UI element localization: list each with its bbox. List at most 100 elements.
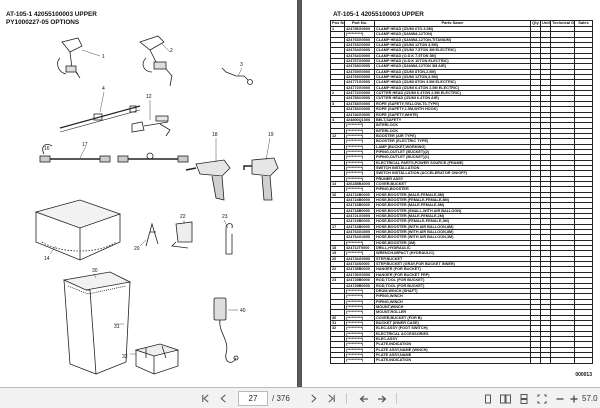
cell-part-no: 424753O0000 <box>344 95 375 102</box>
left-page-title: AT-105-1 42055100003 UPPER <box>6 11 97 18</box>
tool-rod-drawing <box>225 223 233 255</box>
forward-icon[interactable] <box>374 391 389 406</box>
right-page-title: AT-105-1 42055100003 UPPER <box>333 11 424 18</box>
table-row: (**********)PLATE ASSY,NAME (WINCH) <box>330 346 593 354</box>
next-page-icon[interactable] <box>306 391 321 406</box>
cell-technical-data <box>550 357 575 364</box>
header-technical-data: Technical Data <box>550 20 575 27</box>
booster-drawing <box>131 115 171 137</box>
cell-part-no: 424769G0000 <box>344 68 375 76</box>
cell-part-no: 424763O0000 <box>344 41 375 49</box>
table-row: (**********)BOOSTER (ELECTRIC TYPE) <box>330 138 593 145</box>
impact-wrench-drawing <box>243 157 279 201</box>
cell-part-no: 424763G4000 <box>344 229 375 236</box>
cell-part-no: 424721G0000 <box>344 212 375 220</box>
cell-sales <box>574 357 593 364</box>
callout-30: 30 <box>92 268 98 274</box>
foot-switch-drawing <box>213 297 239 363</box>
page-total: / 376 <box>272 394 290 403</box>
table-row: (**********)MOUNT,WINCH <box>330 303 593 311</box>
callout-20: 20 <box>134 246 140 252</box>
cell-part-no: 424783O0000 <box>344 106 375 113</box>
callout-22: 22 <box>180 214 186 220</box>
continuous-view-icon[interactable] <box>516 391 531 406</box>
cell-part-no: 424783G0000 <box>344 100 375 108</box>
right-page: AT-105-1 42055100003 UPPER Pos No. Part … <box>302 0 600 387</box>
cell-qty <box>530 357 541 364</box>
fit-page-icon[interactable] <box>534 391 549 406</box>
previous-page-icon[interactable] <box>216 391 231 406</box>
cell-part-no: 424771G0000 <box>344 79 375 86</box>
callout-18: 18 <box>212 132 218 138</box>
parts-illustration: 1 2 3 4 12 14 16 17 18 19 20 22 23 30 31… <box>34 35 279 375</box>
parts-table: Pos No. Part No. Parts Name Qty Unit Tec… <box>330 20 593 364</box>
cell-part-no: 424769O0000 <box>344 74 375 81</box>
hydraulic-drill-drawing <box>185 159 231 201</box>
first-page-icon[interactable] <box>198 391 213 406</box>
cell-part-no: (**********) <box>344 357 375 364</box>
table-row: (**********)MOUNT,ROLLER <box>330 309 593 316</box>
callout-12: 12 <box>146 94 152 100</box>
accessory-box-drawing <box>134 343 180 375</box>
cell-part-no: 424764O0000 <box>344 52 375 60</box>
callout-32: 32 <box>122 354 128 360</box>
table-row: (**********)PLATE,INDICATION <box>330 357 593 364</box>
rope-drawing <box>221 67 253 85</box>
callout-17: 17 <box>82 142 88 148</box>
callout-40: 40 <box>240 308 246 314</box>
table-row: 19(**********)WRENCH,IMPACT (HYDRAULIC) <box>330 250 593 257</box>
zoom-out-icon[interactable] <box>552 391 567 406</box>
cell-part-no: 424734G0000 <box>344 255 375 263</box>
cell-part-no: 424764G4000 <box>344 234 375 241</box>
toolbar-separator <box>346 393 347 404</box>
single-page-view-icon[interactable] <box>480 391 495 406</box>
cell-part-no: 424767G0000 <box>344 58 375 65</box>
left-page: AT-105-1 42055100003 UPPER PY1000227-05 … <box>0 0 297 387</box>
toolbar-separator <box>396 393 397 404</box>
zoom-in-icon[interactable] <box>566 391 581 406</box>
table-row: (**********)ELECTRICAL PARTS,POWER SOURC… <box>330 159 593 166</box>
cell-part-no: 424764G0000 <box>344 47 375 54</box>
cell-part-no: 424800Q1000 <box>344 116 375 124</box>
header-pos-no: Pos No. <box>330 20 345 27</box>
cell-part-no: 424736G0000 <box>344 271 375 279</box>
booster-hose-drawing <box>39 144 189 163</box>
table-row: (**********)SWITCH INSTALLATION (ACCELER… <box>330 170 593 177</box>
callout-4: 4 <box>102 86 105 92</box>
callout-23: 23 <box>222 214 228 220</box>
hanger-drawing <box>171 221 193 249</box>
cell-part-no: 424772O0000 <box>344 90 375 97</box>
two-page-view-icon[interactable] <box>498 391 513 406</box>
safety-belt-drawing <box>59 105 141 133</box>
callout-1: 1 <box>102 54 105 60</box>
bucket-inner-case-drawing <box>62 271 132 375</box>
cell-part-no: 424784G0000 <box>344 111 375 118</box>
cutter-head-drawing <box>139 35 173 87</box>
page-number-input[interactable]: 27 <box>238 391 268 406</box>
cell-part-no: 424756G0000 <box>344 25 375 33</box>
left-page-subtitle: PY1000227-05 OPTIONS <box>6 19 80 26</box>
zoom-level[interactable]: 57.0 <box>582 394 598 403</box>
viewer-toolbar: 27 / 376 57. <box>0 387 600 408</box>
callout-31: 31 <box>114 324 120 330</box>
last-page-icon[interactable] <box>324 391 339 406</box>
callout-19: 19 <box>268 132 274 138</box>
cell-part-no: 424772G0000 <box>344 84 375 92</box>
back-icon[interactable] <box>356 391 371 406</box>
header-unit: Unit <box>540 20 551 27</box>
callout-14: 14 <box>44 256 50 262</box>
callout-3: 3 <box>240 62 243 68</box>
page-footer-code: 000013 <box>575 372 592 378</box>
bucket-cover-drawing <box>34 199 122 261</box>
callout-2: 2 <box>170 48 173 54</box>
bucket-step-drawing <box>145 222 159 247</box>
cell-pos-no <box>330 357 345 364</box>
